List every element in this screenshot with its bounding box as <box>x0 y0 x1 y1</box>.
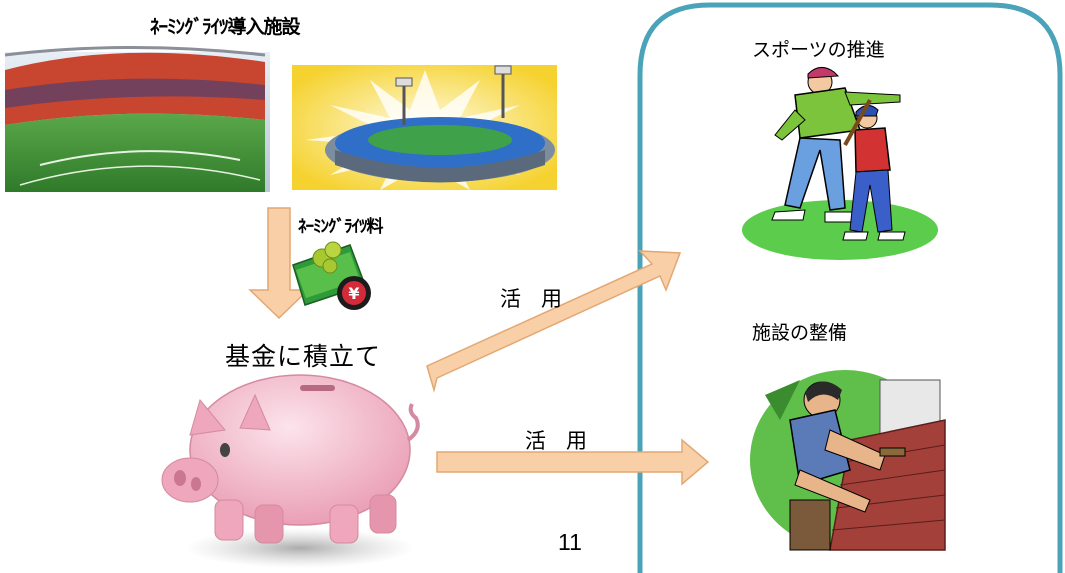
goal-sports-label: スポーツの推進 <box>752 39 885 61</box>
down-arrow <box>248 207 310 320</box>
usage-label-upper: 活用 <box>500 287 582 311</box>
fund-label: 基金に積立て <box>225 342 382 371</box>
usage-arrow-lower <box>436 438 710 486</box>
soccer-stadium-image <box>4 46 270 192</box>
facility-repair-image <box>750 370 946 551</box>
piggy-bank-image <box>161 374 420 568</box>
goals-panel <box>637 2 1063 573</box>
usage-arrow-upper <box>426 250 682 393</box>
naming-fee-label: ﾈｰﾐﾝｸﾞﾗｲﾂ料 <box>298 217 383 237</box>
goal-facility-label: 施設の整備 <box>752 322 848 344</box>
baseball-stadium-image <box>292 65 557 190</box>
svg-text:¥: ¥ <box>348 284 359 303</box>
usage-label-lower: 活用 <box>525 429 607 453</box>
facilities-title: ﾈｰﾐﾝｸﾞﾗｲﾂ導入施設 <box>150 16 301 38</box>
money-yen-icon: ¥ <box>292 241 371 310</box>
baseball-coaching-image <box>742 67 938 260</box>
page-number: 11 <box>558 529 582 555</box>
